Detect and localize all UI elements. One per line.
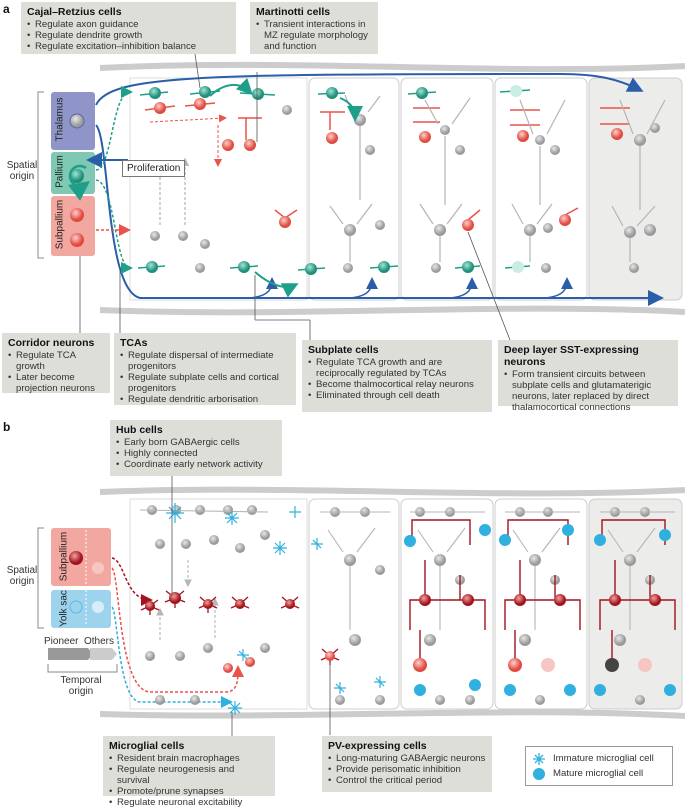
yolk-sac-label: Yolk sac xyxy=(58,590,70,627)
deep-sst-item: Form transient circuits between subplate… xyxy=(504,369,672,413)
pv-item: Long-maturing GABAergic neurons xyxy=(328,753,486,764)
cajal-retzius-callout: Cajal–Retzius cells Regulate axon guidan… xyxy=(21,2,236,54)
panel-b-letter: b xyxy=(3,420,11,434)
cajal-title: Cajal–Retzius cells xyxy=(27,6,122,18)
legend-mature: Mature microglial cell xyxy=(553,768,644,779)
cajal-item: Regulate dendrite growth xyxy=(27,30,230,41)
corridor-title: Corridor neurons xyxy=(8,337,95,349)
panel-b-graphic xyxy=(37,476,685,740)
hub-item: Coordinate early network activity xyxy=(116,459,276,470)
spatial-origin-label-b: Spatial origin xyxy=(6,565,38,587)
subplate-callout: Subplate cells Regulate TCA growth and a… xyxy=(302,340,492,412)
hub-title: Hub cells xyxy=(116,424,163,436)
spatial-origin-label-a: Spatial origin xyxy=(6,160,38,182)
panel-a-letter: a xyxy=(3,2,10,16)
legend-immature: Immature microglial cell xyxy=(553,753,654,764)
microglial-title: Microglial cells xyxy=(109,740,185,752)
tcas-title: TCAs xyxy=(120,337,148,349)
subpallium-region xyxy=(51,196,95,256)
microglial-callout: Microglial cells Resident brain macropha… xyxy=(103,736,275,808)
tcas-callout: TCAs Regulate dispersal of intermediate … xyxy=(114,333,296,405)
tcas-item: Regulate subplate cells and cortical pro… xyxy=(120,372,290,394)
deep-sst-title: Deep layer SST-expressing neurons xyxy=(504,344,639,368)
others-label: Others xyxy=(84,636,115,647)
microglial-item: Resident brain macrophages xyxy=(109,753,269,764)
proliferation-label: Proliferation xyxy=(122,160,186,177)
mature-microglia-icon xyxy=(533,767,545,780)
subplate-item: Eliminated through cell death xyxy=(308,390,486,401)
pv-item: Control the critical period xyxy=(328,775,486,786)
pallium-label: Pallium xyxy=(54,155,66,188)
corridor-item: Regulate TCA growth xyxy=(8,350,104,372)
martinotti-title: Martinotti cells xyxy=(256,6,331,18)
temporal-origin-label: Temporal origin xyxy=(60,675,102,697)
immature-microglia-icon xyxy=(533,752,545,765)
panel-a-graphic xyxy=(37,61,685,316)
cajal-item: Regulate excitation–inhibition balance xyxy=(27,41,230,52)
pv-title: PV-expressing cells xyxy=(328,740,427,752)
thalamus-label: Thalamus xyxy=(54,97,66,142)
microglial-item: Promote/prune synapses xyxy=(109,786,269,797)
hub-item: Highly connected xyxy=(116,448,276,459)
subplate-item: Become thalmocortical relay neurons xyxy=(308,379,486,390)
pv-cells-callout: PV-expressing cells Long-maturing GABAer… xyxy=(322,736,492,792)
subpallium-b-label: Subpallium xyxy=(58,531,70,582)
deep-sst-callout: Deep layer SST-expressing neurons Form t… xyxy=(498,340,678,413)
hub-item: Early born GABAergic cells xyxy=(116,437,276,448)
cajal-item: Regulate axon guidance xyxy=(27,19,230,30)
microglia-legend: Immature microglial cell Mature microgli… xyxy=(525,746,673,786)
hub-cells-callout: Hub cells Early born GABAergic cells Hig… xyxy=(110,420,282,476)
subplate-title: Subplate cells xyxy=(308,344,379,356)
pioneer-label: Pioneer xyxy=(44,636,79,647)
tcas-item: Regulate dispersal of intermediate proge… xyxy=(120,350,290,372)
tcas-item: Regulate dendritic arborisation xyxy=(120,394,290,405)
subplate-item: Regulate TCA growth and are reciprocally… xyxy=(308,357,486,379)
martinotti-callout: Martinotti cells Transient interactions … xyxy=(250,2,378,54)
martinotti-item: Transient interactions in MZ regulate mo… xyxy=(256,19,372,52)
microglial-item: Regulate neurogenesis and survival xyxy=(109,764,269,786)
corridor-neurons-callout: Corridor neurons Regulate TCA growth Lat… xyxy=(2,333,110,394)
pv-item: Provide perisomatic inhibition xyxy=(328,764,486,775)
subpallium-label: Subpallium xyxy=(54,199,66,250)
corridor-item: Later become projection neurons xyxy=(8,372,104,394)
